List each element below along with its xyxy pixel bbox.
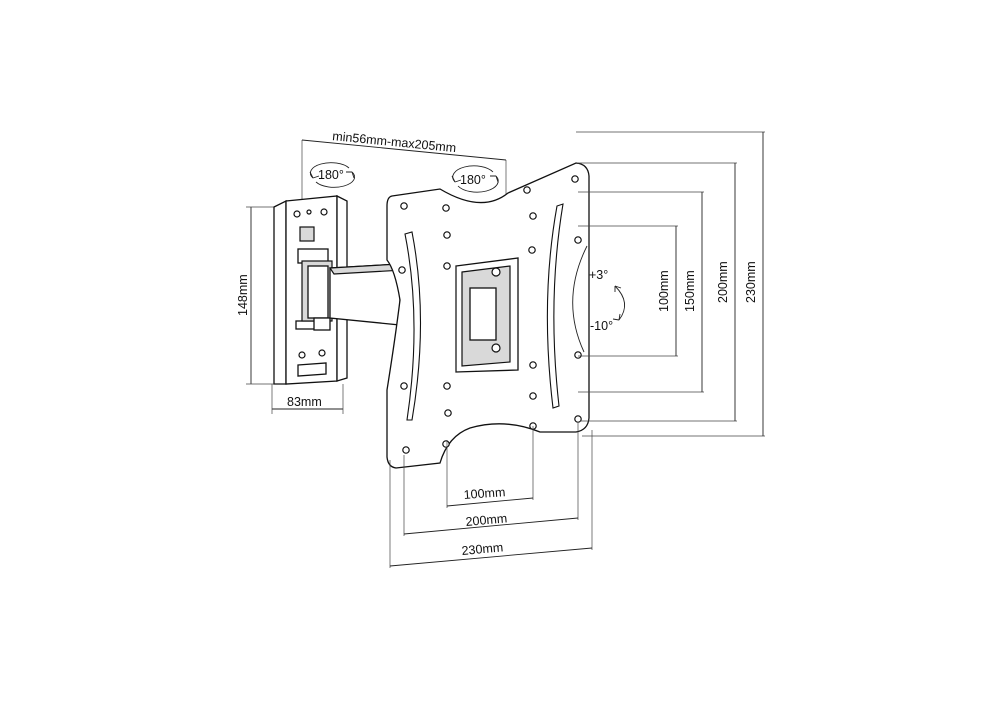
tilt-bracket <box>455 257 519 373</box>
vertical-dim-150: 150mm <box>683 270 697 312</box>
swivel-wall-label: 180° <box>318 168 344 182</box>
horizontal-dim-100: 100mm <box>463 485 506 502</box>
wall-plate-width-label: 83mm <box>287 395 322 409</box>
horizontal-dim-200: 200mm <box>465 511 508 529</box>
wall-plate-width-dimension: 83mm <box>271 384 344 414</box>
tilt-up-label: +3° <box>589 268 608 282</box>
swivel-plate-label: 180° <box>460 173 486 187</box>
mounting-holes <box>398 175 582 454</box>
swivel-plate-indicator: 180° <box>451 165 499 193</box>
horizontal-dim-230: 230mm <box>461 540 504 558</box>
arm-extension-dimension: min56mm-max205mm <box>301 129 507 200</box>
left-slot <box>404 231 422 421</box>
swivel-arm <box>297 248 406 331</box>
vertical-dim-100: 100mm <box>657 270 671 312</box>
vertical-dim-230: 230mm <box>744 261 758 303</box>
vertical-dimensions: 100mm 150mm 200mm 230mm <box>576 131 765 437</box>
vesa-plate <box>386 162 590 469</box>
tilt-indicator: +3° -10° <box>589 268 625 333</box>
arm-extension-label: min56mm-max205mm <box>332 129 457 155</box>
wall-plate-height-label: 148mm <box>236 274 250 316</box>
wall-plate-height-dimension: 148mm <box>236 206 290 385</box>
right-slot <box>546 203 564 409</box>
tilt-down-label: -10° <box>590 319 613 333</box>
horizontal-dimensions: 100mm 200mm 230mm <box>389 423 593 568</box>
swivel-wall-indicator: 180° <box>309 162 356 188</box>
vertical-dim-200: 200mm <box>716 261 730 303</box>
